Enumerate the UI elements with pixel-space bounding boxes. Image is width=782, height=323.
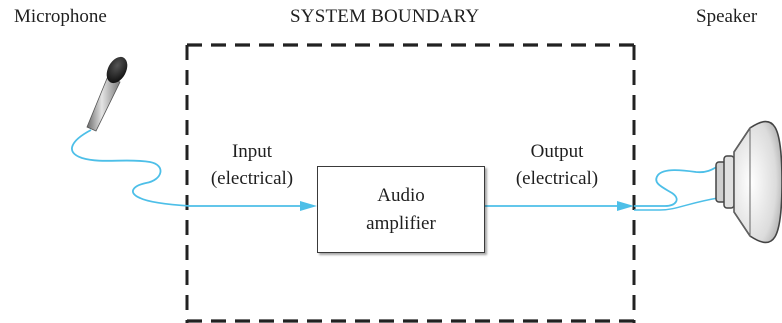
output-wire <box>485 165 719 211</box>
speaker-icon <box>715 120 782 244</box>
amplifier-label-line2: amplifier <box>366 212 436 234</box>
system-boundary-label: SYSTEM BOUNDARY <box>290 6 480 27</box>
amplifier-label-line1: Audio <box>377 184 425 206</box>
output-label-line2: (electrical) <box>515 168 599 189</box>
input-label-line2: (electrical) <box>210 168 294 189</box>
system-boundary <box>185 43 636 323</box>
input-label: Input (electrical) <box>197 138 307 192</box>
speaker-label: Speaker <box>696 6 758 27</box>
output-label-line1: Output <box>530 141 584 162</box>
microphone-label: Microphone <box>14 6 107 27</box>
microphone-icon <box>86 56 128 132</box>
output-label: Output (electrical) <box>498 138 616 192</box>
output-arrow-icon <box>617 201 634 211</box>
input-arrow-icon <box>300 201 317 211</box>
input-label-line1: Input <box>231 141 273 162</box>
audio-amplifier-box: Audio amplifier <box>317 166 485 253</box>
input-wire <box>71 129 317 211</box>
